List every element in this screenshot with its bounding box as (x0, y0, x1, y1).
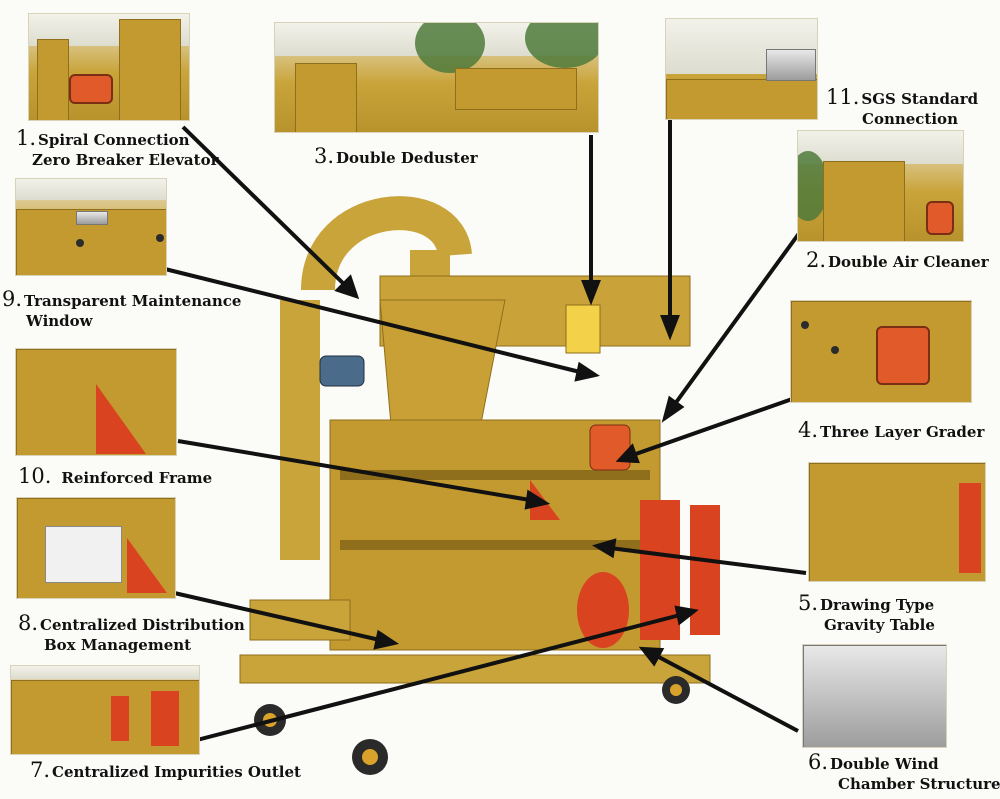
callout-5-line2: Gravity Table (824, 616, 935, 634)
photo-double-deduster (274, 22, 599, 133)
callout-7: 7.Centralized Impurities Outlet (30, 760, 301, 782)
photo-spiral-elevator (28, 13, 190, 121)
callout-8-number: 8. (18, 611, 39, 635)
callout-11-number: 11. (826, 85, 860, 109)
photo-double-wind-chamber (802, 644, 947, 748)
callout-11-line2: Connection (862, 110, 958, 128)
callout-1: 1.Spiral Connection Zero Breaker Elevato… (16, 128, 218, 170)
callout-9: 9.Transparent Maintenance Window (2, 289, 241, 331)
callout-1-line2: Zero Breaker Elevator (32, 151, 219, 169)
callout-3: 3.Double Deduster (314, 146, 478, 168)
callout-6-line1: Double Wind (830, 755, 939, 773)
callout-9-line1: Transparent Maintenance (24, 292, 242, 310)
callout-8: 8.Centralized Distribution Box Managemen… (18, 613, 245, 655)
callout-4-number: 4. (798, 418, 819, 442)
callout-7-line1: Centralized Impurities Outlet (52, 763, 301, 781)
photo-gravity-table (808, 462, 986, 582)
callout-6-number: 6. (808, 750, 829, 774)
callout-10-line1: Reinforced Frame (61, 469, 213, 487)
callout-9-number: 9. (2, 287, 23, 311)
photo-reinforced-frame (15, 348, 177, 456)
photo-impurities-outlet (10, 665, 200, 755)
callout-5-line1: Drawing Type (820, 596, 935, 614)
photo-distribution-box (16, 497, 176, 599)
callout-1-number: 1. (16, 126, 37, 150)
callout-9-line2: Window (26, 312, 93, 330)
photo-double-air-cleaner (797, 130, 964, 242)
callout-2: 2.Double Air Cleaner (806, 250, 989, 272)
callout-5-number: 5. (798, 591, 819, 615)
callout-4-line1: Three Layer Grader (820, 423, 985, 441)
callout-5: 5.Drawing Type Gravity Table (798, 593, 935, 635)
callout-10-number: 10. (18, 464, 52, 488)
photo-maintenance-window (15, 178, 167, 276)
callout-6: 6.Double Wind Chamber Structure (808, 752, 1000, 794)
photo-sgs-connection (665, 18, 818, 120)
callout-10: 10. Reinforced Frame (18, 466, 212, 488)
callout-1-line1: Spiral Connection (38, 131, 190, 149)
callout-2-number: 2. (806, 248, 827, 272)
callout-6-line2: Chamber Structure (838, 775, 1000, 793)
callout-3-line1: Double Deduster (336, 149, 478, 167)
callout-2-line1: Double Air Cleaner (828, 253, 989, 271)
callout-4: 4.Three Layer Grader (798, 420, 984, 442)
callout-7-number: 7. (30, 758, 51, 782)
callout-3-number: 3. (314, 144, 335, 168)
callout-8-line2: Box Management (44, 636, 192, 654)
callout-11-line1: SGS Standard (861, 90, 979, 108)
callout-8-line1: Centralized Distribution (40, 616, 245, 634)
photo-three-layer-grader (790, 300, 972, 403)
callout-11: 11.SGS Standard Connection (826, 87, 978, 129)
